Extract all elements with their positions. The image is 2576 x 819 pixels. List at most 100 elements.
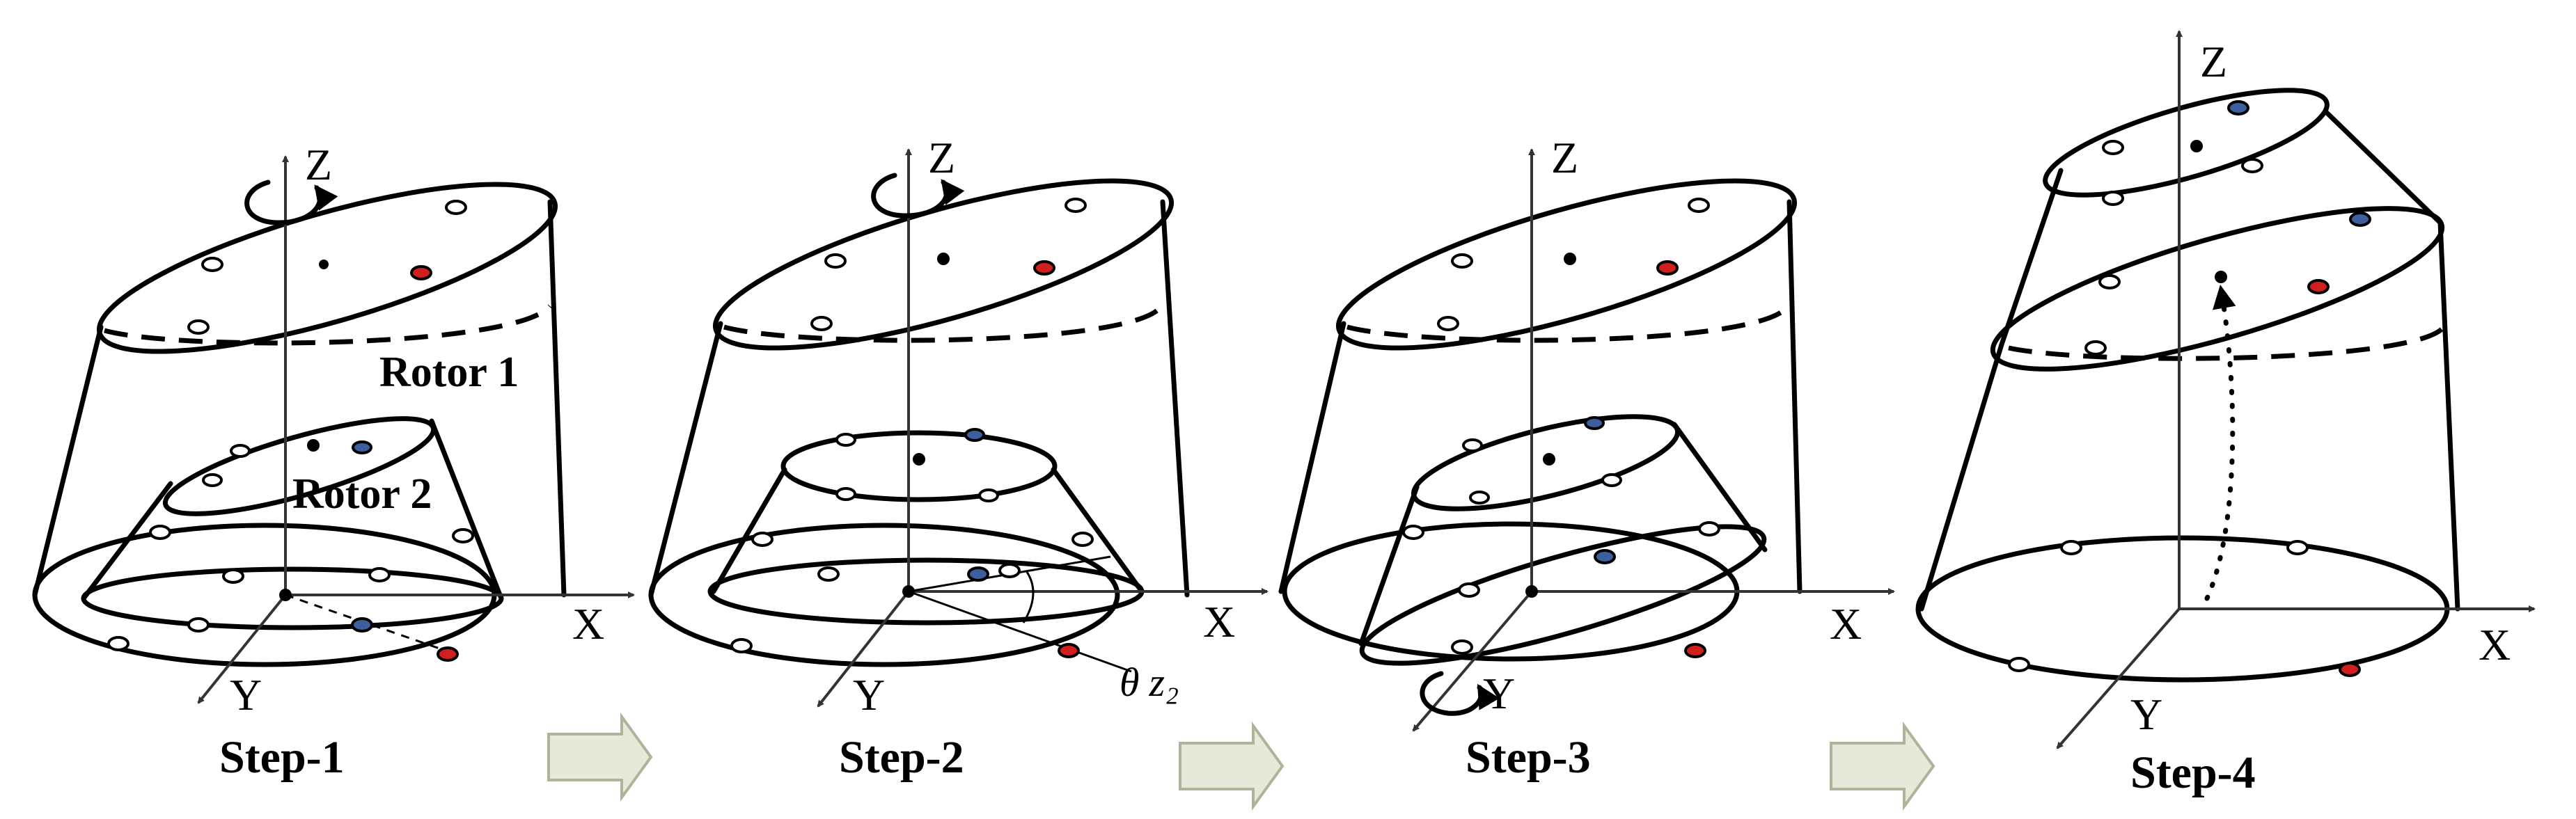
y-axis-label: Y: [230, 670, 262, 719]
rotor2-right-edge: [1051, 467, 1145, 594]
marker-white: [1458, 582, 1480, 598]
marker-blue: [351, 617, 373, 633]
rotor2-left-edge: [711, 467, 787, 594]
x-axis-label: X: [1830, 599, 1862, 649]
step-label: Step-3: [1466, 732, 1591, 783]
origin-point: [902, 585, 915, 598]
x-axis-label: X: [2479, 620, 2511, 669]
rotor2-left-edge: [1358, 484, 1420, 646]
marker-blue: [967, 566, 989, 582]
marker-white: [1462, 438, 1483, 452]
marker-white: [1451, 253, 1473, 269]
marker-blue: [964, 428, 985, 442]
rotor1-label: Rotor 1: [379, 349, 519, 396]
marker-red: [1058, 643, 1080, 658]
marker-white: [2286, 540, 2309, 555]
flow-arrow: [1179, 721, 1285, 811]
angle-subscript: z₂: [1149, 660, 1179, 705]
marker-white: [445, 200, 467, 215]
y-axis: [817, 590, 910, 708]
marker-white: [2060, 540, 2082, 555]
marker-white: [1698, 521, 1720, 536]
marker-white: [149, 525, 171, 540]
marker-white: [201, 257, 223, 272]
origin-point: [1525, 585, 1538, 598]
flow-arrow: [547, 712, 653, 802]
marker-red: [2339, 662, 2361, 677]
marker-white: [2241, 158, 2263, 173]
rotor2-left-edge: [81, 481, 173, 601]
angle-arc: [1022, 571, 1035, 623]
rotor2-top-ellipse: [780, 430, 1058, 502]
angle-line-2: [908, 590, 1132, 673]
x-axis-label: X: [1203, 597, 1235, 646]
marker-red: [437, 646, 459, 662]
marker-white: [187, 319, 210, 335]
marker-white: [978, 488, 999, 502]
rotor1-left-edge: [648, 321, 723, 598]
origin-point: [279, 589, 292, 601]
flow-arrow: [1830, 721, 1935, 811]
panel-step-4: Z X Y Step-4: [1915, 30, 2536, 798]
rotor1-left-edge: [1278, 321, 1346, 594]
marker-white: [1451, 639, 1473, 655]
marker-white: [1601, 473, 1622, 487]
y-axis-label: Y: [1483, 669, 1515, 718]
marker-white: [107, 636, 129, 651]
rotor2-center-point: [913, 453, 925, 466]
marker-white: [835, 487, 856, 501]
marker-white: [998, 563, 1021, 578]
marker-white: [187, 617, 210, 633]
marker-white: [1065, 198, 1087, 213]
base-ellipse: [648, 523, 1120, 667]
step-label: Step-4: [2130, 747, 2256, 798]
rotor2-bottom-ellipse: [1359, 524, 1767, 666]
marker-blue: [1594, 549, 1616, 564]
y-axis: [2056, 607, 2181, 749]
rotor1-hidden-ellipse: [723, 304, 1163, 343]
marker-white: [2102, 191, 2124, 206]
rotor1-center-point: [319, 260, 329, 269]
marker-white: [1469, 491, 1490, 504]
y-axis-label: Y: [853, 670, 885, 719]
rotor2-right-edge: [429, 418, 504, 601]
marker-white: [824, 253, 847, 269]
marker-red: [1033, 260, 1055, 276]
rotor1-top-ellipse: [1990, 206, 2445, 372]
z-axis-label: Z: [928, 133, 955, 182]
step-label: Step-1: [219, 732, 345, 783]
rotor1-right-edge: [1786, 199, 1803, 594]
marker-white: [2008, 657, 2030, 672]
marker-white: [230, 444, 251, 458]
marker-white: [1688, 198, 1710, 213]
rotation-arrow-y: [1420, 671, 1500, 716]
rotor1-right-edge: [547, 199, 567, 598]
rotor1-center-point: [1564, 253, 1576, 265]
y-axis: [197, 594, 287, 704]
marker-white: [751, 532, 773, 547]
marker-blue: [1584, 416, 1605, 430]
left-edge-lower: [1919, 342, 2004, 612]
marker-red: [1656, 260, 1679, 276]
z-axis-label: Z: [305, 140, 332, 189]
right-edge-lower: [2437, 220, 2460, 612]
rotor1-center-point: [937, 253, 950, 265]
marker-white: [2084, 340, 2107, 356]
rotor1-right-edge: [1160, 199, 1190, 598]
marker-white: [368, 567, 391, 582]
rotor2-center-point: [1543, 453, 1555, 466]
translation-path: [2204, 285, 2236, 601]
marker-white: [452, 528, 474, 543]
rotor1-hidden-ellipse: [104, 304, 552, 346]
marker-white: [1437, 316, 1459, 331]
z-axis-label: Z: [1551, 133, 1578, 182]
marker-red: [1684, 643, 1706, 658]
marker-white: [222, 568, 244, 584]
marker-white: [810, 316, 833, 331]
marker-white: [730, 638, 753, 653]
marker-white: [202, 473, 223, 487]
marker-red: [410, 265, 432, 280]
